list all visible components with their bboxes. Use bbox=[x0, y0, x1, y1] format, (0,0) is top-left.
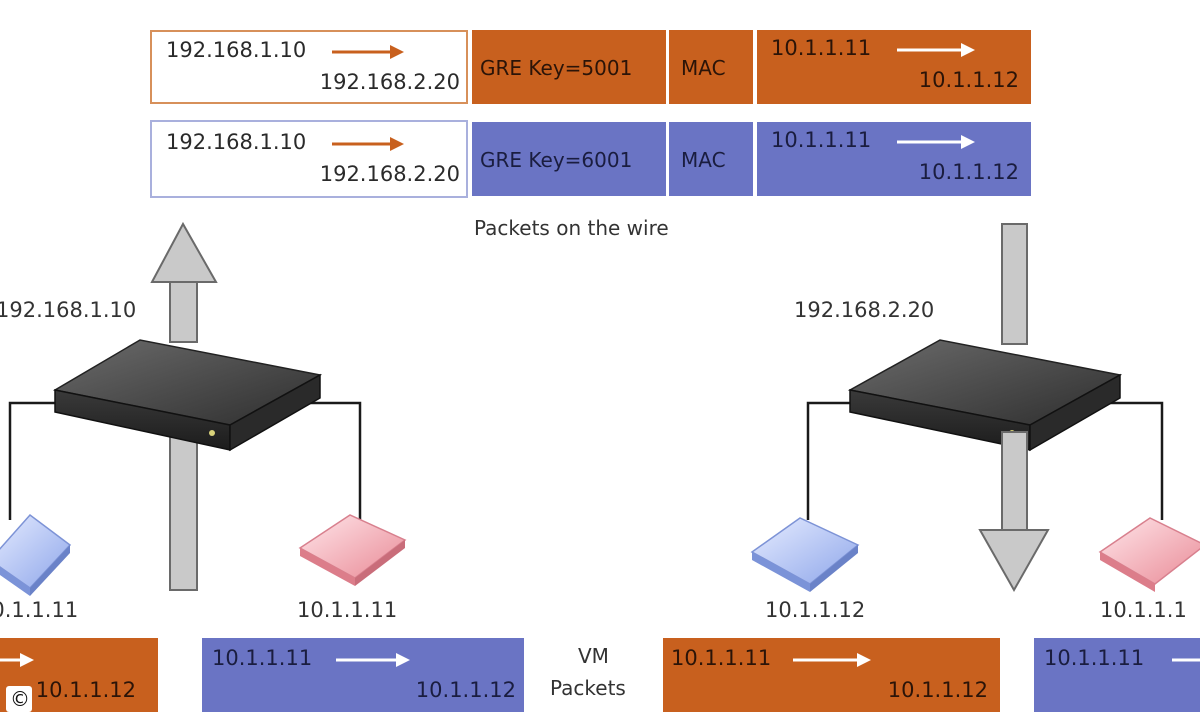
wire-packet-2-inner-src: 10.1.1.11 bbox=[771, 128, 872, 152]
wire-packet-2-mac: MAC bbox=[681, 148, 726, 172]
wire-packet-2-outer-arrow-icon bbox=[332, 137, 404, 151]
vm-packet-1: 10.1.1.12 bbox=[0, 638, 158, 712]
copyright-symbol: © bbox=[10, 687, 30, 711]
vm-caption-line1: VM bbox=[578, 644, 609, 668]
wire-packet-2-outer-header: 192.168.1.10 192.168.2.20 bbox=[150, 120, 468, 198]
wire-packet-1-gre: GRE Key=5001 bbox=[480, 56, 633, 80]
vm-packet-3-dst: 10.1.1.12 bbox=[887, 678, 988, 702]
right-blue-vm-icon bbox=[750, 517, 860, 592]
wire-packet-2-mac-cell: MAC bbox=[669, 122, 753, 196]
left-up-arrow-icon bbox=[150, 221, 218, 343]
right-down-arrow-icon bbox=[978, 431, 1050, 593]
right-host-links bbox=[806, 401, 1164, 520]
wire-caption: Packets on the wire bbox=[474, 216, 669, 240]
vm-packet-1-dst: 10.1.1.12 bbox=[35, 678, 136, 702]
left-red-vm-icon bbox=[298, 514, 407, 586]
vm-packet-2-arrow-icon bbox=[336, 653, 410, 667]
left-blue-vm-icon bbox=[0, 513, 72, 596]
wire-packet-1-mac: MAC bbox=[681, 56, 726, 80]
wire-packet-1-inner-src: 10.1.1.11 bbox=[771, 36, 872, 60]
vm-packet-4-arrow-icon bbox=[1172, 658, 1200, 662]
wire-packet-2-outer-src: 192.168.1.10 bbox=[166, 130, 307, 154]
vm-packet-3-arrow-icon bbox=[793, 653, 871, 667]
vm-packet-3-src: 10.1.1.11 bbox=[671, 646, 772, 670]
left-red-vm-ip: 10.1.1.11 bbox=[297, 598, 398, 622]
left-host-ip: 192.168.1.10 bbox=[0, 298, 137, 322]
right-down-arrow-upper-shaft bbox=[1001, 223, 1028, 345]
left-up-arrow-lower-shaft bbox=[169, 424, 198, 591]
right-red-vm-icon bbox=[1098, 517, 1200, 592]
right-switch-icon bbox=[847, 339, 1123, 452]
left-switch-icon bbox=[52, 339, 323, 452]
wire-packet-1-outer-src: 192.168.1.10 bbox=[166, 38, 307, 62]
left-blue-vm-ip: 10.1.1.11 bbox=[0, 598, 79, 622]
wire-packet-1-inner-dst: 10.1.1.12 bbox=[918, 68, 1019, 92]
wire-packet-2-outer-dst: 192.168.2.20 bbox=[319, 162, 460, 186]
wire-packet-1-inner-cell: 10.1.1.11 10.1.1.12 bbox=[757, 30, 1031, 104]
vm-packet-4-src: 10.1.1.11 bbox=[1044, 646, 1145, 670]
copyright-badge: © bbox=[6, 686, 32, 712]
wire-packet-1-inner-arrow-icon bbox=[897, 43, 975, 57]
wire-packet-1-gre-cell: GRE Key=5001 bbox=[472, 30, 666, 104]
right-red-vm-ip: 10.1.1.1 bbox=[1100, 598, 1187, 622]
wire-packet-1-mac-cell: MAC bbox=[669, 30, 753, 104]
vm-packet-1-arrow-icon bbox=[0, 653, 34, 667]
vm-caption-line2: Packets bbox=[550, 676, 626, 700]
wire-packet-2-inner-dst: 10.1.1.12 bbox=[918, 160, 1019, 184]
vm-packet-2-src: 10.1.1.11 bbox=[212, 646, 313, 670]
wire-packet-2-inner-cell: 10.1.1.11 10.1.1.12 bbox=[757, 122, 1031, 196]
vm-packet-3: 10.1.1.11 10.1.1.12 bbox=[663, 638, 1000, 712]
right-host-ip: 192.168.2.20 bbox=[794, 298, 935, 322]
right-blue-vm-ip: 10.1.1.12 bbox=[765, 598, 866, 622]
wire-packet-2-gre: GRE Key=6001 bbox=[480, 148, 633, 172]
vm-packet-2: 10.1.1.11 10.1.1.12 bbox=[202, 638, 524, 712]
wire-packet-2-gre-cell: GRE Key=6001 bbox=[472, 122, 666, 196]
wire-packet-1-outer-dst: 192.168.2.20 bbox=[319, 70, 460, 94]
wire-packet-1-outer-arrow-icon bbox=[332, 45, 404, 59]
vm-packet-4: 10.1.1.11 bbox=[1034, 638, 1200, 712]
vm-packet-2-dst: 10.1.1.12 bbox=[415, 678, 516, 702]
left-host-links bbox=[8, 401, 362, 520]
wire-packet-1-outer-header: 192.168.1.10 192.168.2.20 bbox=[150, 30, 468, 104]
wire-packet-2-inner-arrow-icon bbox=[897, 135, 975, 149]
